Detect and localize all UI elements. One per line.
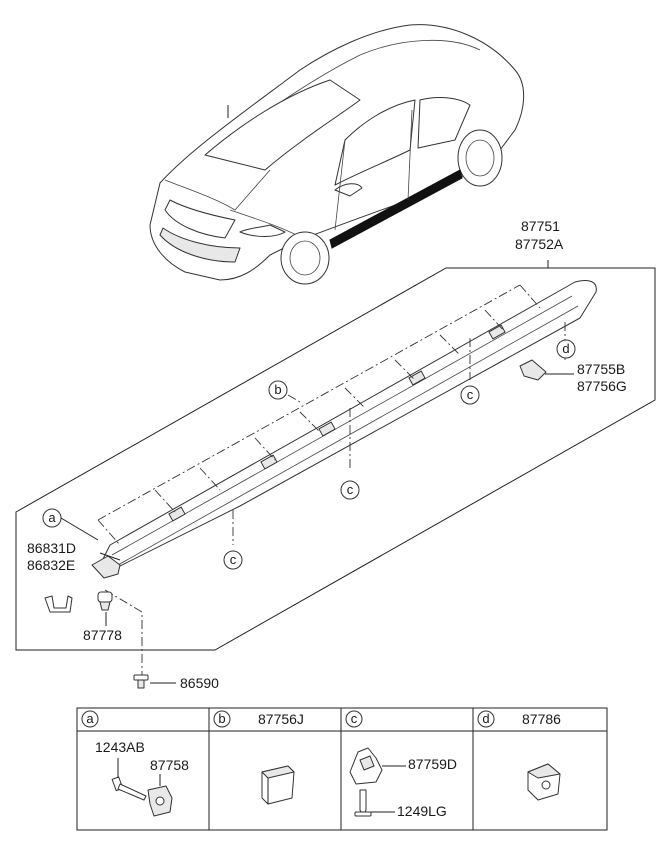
legend-table: a 1243AB 87758 b 87756J [76, 707, 608, 831]
label-87786: 87786 [522, 711, 561, 727]
callout-d: d [556, 339, 576, 359]
svg-text:b: b [218, 711, 225, 726]
label-1249lg: 1249LG [397, 803, 447, 819]
label-87756j: 87756J [258, 711, 304, 727]
label-87759d: 87759D [408, 756, 457, 772]
callout-b: b [268, 380, 288, 400]
callout-c2: c [340, 480, 360, 500]
callout-c1: c [223, 550, 243, 570]
svg-text:c: c [351, 711, 358, 726]
bolt-icon [111, 758, 147, 801]
svg-text:d: d [562, 341, 569, 356]
car-illustration [149, 24, 525, 285]
callout-a: a [42, 508, 99, 541]
svg-text:b: b [274, 382, 281, 397]
label-87778: 87778 [83, 627, 122, 643]
clip-87759d-icon [349, 747, 406, 785]
clip-87758-icon [147, 774, 173, 817]
clip-87756j-icon [261, 765, 295, 805]
clip-87786-icon [527, 763, 561, 801]
assembly-boundary [15, 267, 656, 651]
label-86831d: 86831D [27, 540, 76, 556]
label-87751: 87751 [521, 218, 560, 234]
label-1243ab: 1243AB [95, 739, 145, 755]
table-cell-c: c 87759D 1249LG [345, 710, 457, 819]
label-87752a: 87752A [515, 236, 564, 252]
svg-text:a: a [48, 510, 56, 525]
svg-text:c: c [230, 552, 237, 567]
side-sill-moulding [99, 279, 597, 571]
table-cell-d: d 87786 [477, 710, 561, 801]
label-87756g: 87756G [577, 378, 627, 394]
svg-text:c: c [467, 387, 474, 402]
svg-text:c: c [347, 482, 354, 497]
label-87755b: 87755B [577, 361, 625, 377]
svg-text:a: a [86, 711, 94, 726]
clip-87778 [97, 591, 113, 611]
table-cell-a: a 1243AB 87758 [81, 710, 189, 817]
screw-86590 [133, 674, 149, 689]
bracket-left [44, 595, 73, 613]
bracket-87755b [519, 359, 547, 381]
end-clip [91, 555, 121, 579]
label-86832e: 86832E [27, 557, 75, 573]
label-87758: 87758 [150, 757, 189, 773]
table-cell-b: b 87756J [213, 710, 304, 805]
callout-c3: c [460, 385, 480, 405]
label-86590: 86590 [180, 675, 219, 691]
screw-1249lg-icon [354, 789, 395, 817]
svg-text:d: d [482, 711, 489, 726]
